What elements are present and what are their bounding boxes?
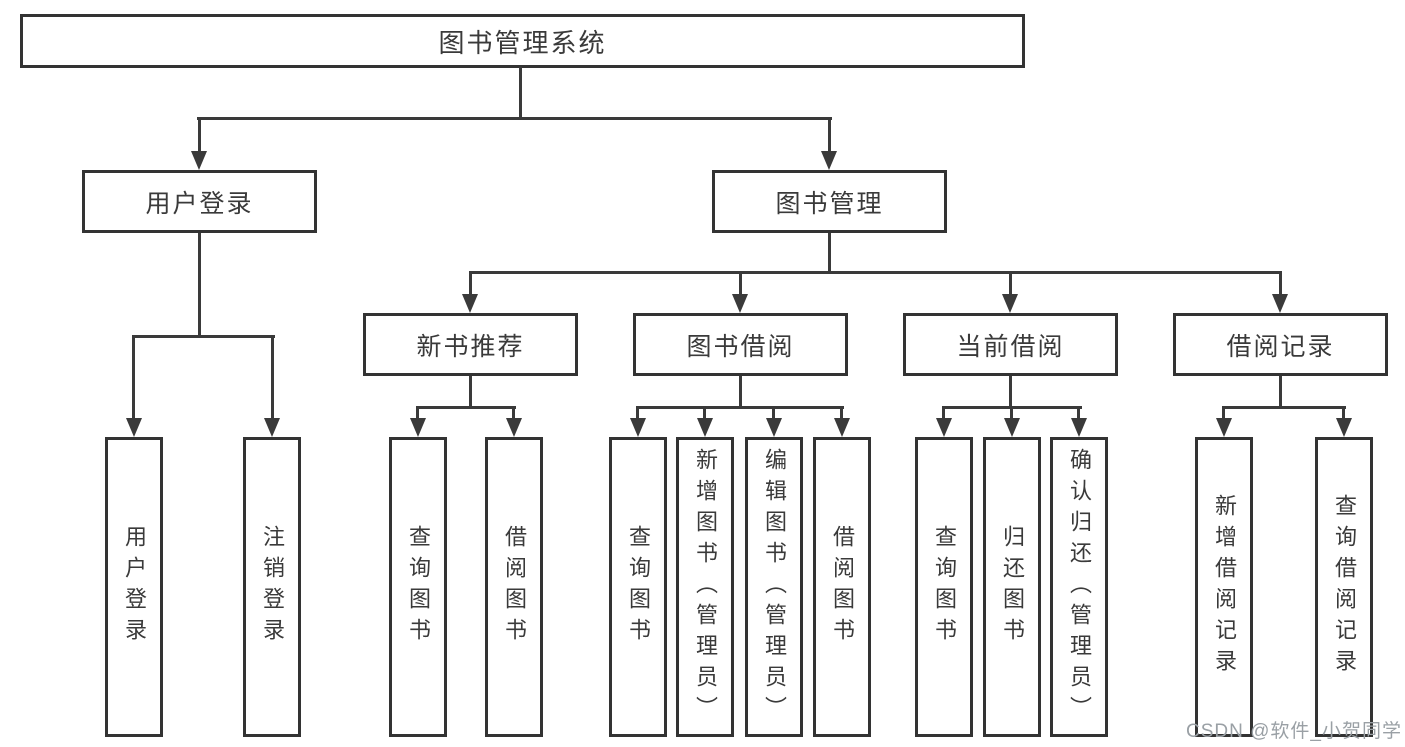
leaf-add-books-admin: 新增图书（管理员） [676, 437, 734, 737]
leaf-label: 查询图书 [406, 525, 431, 649]
connector-vline [828, 233, 831, 273]
arrow-stem [636, 406, 639, 420]
leaf-label: 查询图书 [932, 525, 957, 649]
leaf-query-books-borrowing: 查询图书 [609, 437, 667, 737]
arrow-stem [703, 406, 706, 420]
arrow-stem [1222, 406, 1225, 420]
arrow-down-icon [821, 151, 837, 170]
leaf-borrow-books: 借阅图书 [813, 437, 871, 737]
arrow-stem [942, 406, 945, 420]
arrow-stem [1077, 406, 1080, 420]
arrow-down-icon [766, 418, 782, 437]
arrow-down-icon [630, 418, 646, 437]
arrow-down-icon [834, 418, 850, 437]
connector-hline [469, 271, 1282, 274]
connector-vline [519, 67, 522, 118]
connector-vline [739, 376, 742, 409]
connector-hline [133, 335, 275, 338]
node-borrow-records: 借阅记录 [1173, 313, 1388, 376]
arrow-down-icon [1336, 418, 1352, 437]
arrow-stem [828, 117, 831, 153]
arrow-stem [512, 406, 515, 420]
arrow-down-icon [410, 418, 426, 437]
leaf-label: 借阅图书 [502, 525, 527, 649]
arrow-stem [840, 406, 843, 420]
connector-hline [1223, 406, 1346, 409]
arrow-down-icon [697, 418, 713, 437]
arrow-down-icon [506, 418, 522, 437]
leaf-borrow-books-recommend: 借阅图书 [485, 437, 543, 737]
arrow-down-icon [732, 294, 748, 313]
leaf-label: 确认归还（管理员） [1067, 447, 1092, 727]
arrow-down-icon [936, 418, 952, 437]
connector-vline [1009, 376, 1012, 409]
node-new-book-recommend: 新书推荐 [363, 313, 578, 376]
leaf-add-borrow-record: 新增借阅记录 [1195, 437, 1253, 737]
arrow-down-icon [126, 418, 142, 437]
node-book-management: 图书管理 [712, 170, 947, 233]
node-user-login: 用户登录 [82, 170, 317, 233]
leaf-label: 查询借阅记录 [1332, 494, 1357, 680]
arrow-down-icon [264, 418, 280, 437]
leaf-label: 归还图书 [1000, 525, 1025, 649]
arrow-stem [416, 406, 419, 420]
arrow-stem [469, 271, 472, 297]
arrow-down-icon [1071, 418, 1087, 437]
leaf-query-books-recommend: 查询图书 [389, 437, 447, 737]
connector-hline [417, 406, 516, 409]
arrow-down-icon [1002, 294, 1018, 313]
leaf-label: 注销登录 [260, 525, 285, 649]
arrow-stem [1279, 271, 1282, 297]
arrow-stem [1010, 406, 1013, 420]
connector-hline [637, 406, 844, 409]
arrow-stem [132, 335, 135, 419]
leaf-label: 用户登录 [122, 525, 147, 649]
arrow-down-icon [191, 151, 207, 170]
leaf-label: 新增图书（管理员） [693, 447, 718, 727]
connector-vline [198, 233, 201, 337]
node-library-system: 图书管理系统 [20, 14, 1025, 68]
arrow-stem [271, 335, 274, 419]
arrow-stem [1009, 271, 1012, 297]
connector-hline [197, 117, 832, 120]
leaf-label: 查询图书 [626, 525, 651, 649]
arrow-stem [1342, 406, 1345, 420]
connector-vline [469, 376, 472, 409]
leaf-query-books-current: 查询图书 [915, 437, 973, 737]
arrow-down-icon [462, 294, 478, 313]
arrow-down-icon [1216, 418, 1232, 437]
arrow-down-icon [1272, 294, 1288, 313]
leaf-user-login: 用户登录 [105, 437, 163, 737]
leaf-logout: 注销登录 [243, 437, 301, 737]
leaf-query-borrow-record: 查询借阅记录 [1315, 437, 1373, 737]
arrow-stem [772, 406, 775, 420]
leaf-confirm-return-admin: 确认归还（管理员） [1050, 437, 1108, 737]
leaf-edit-books-admin: 编辑图书（管理员） [745, 437, 803, 737]
leaf-return-books: 归还图书 [983, 437, 1041, 737]
node-book-borrowing: 图书借阅 [633, 313, 848, 376]
arrow-stem [739, 271, 742, 297]
csdn-watermark: CSDN @软件_小贺同学 [1186, 721, 1402, 742]
leaf-label: 新增借阅记录 [1212, 494, 1237, 680]
node-current-borrowing: 当前借阅 [903, 313, 1118, 376]
connector-vline [1279, 376, 1282, 409]
leaf-label: 借阅图书 [830, 525, 855, 649]
arrow-stem [198, 117, 201, 153]
leaf-label: 编辑图书（管理员） [762, 447, 787, 727]
arrow-down-icon [1004, 418, 1020, 437]
